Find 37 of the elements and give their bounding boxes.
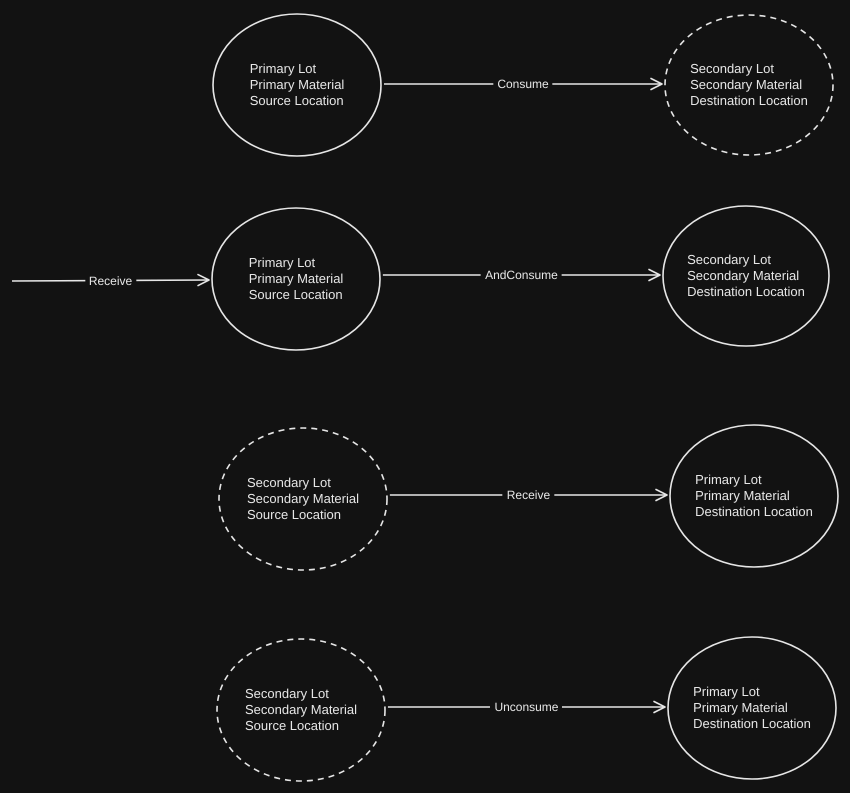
node-text: Primary Lot — [693, 684, 761, 700]
node-text: Primary Material — [695, 488, 791, 504]
state-ellipse — [211, 207, 381, 351]
edge-label: Unconsume — [490, 700, 562, 714]
node-text: Secondary Lot — [247, 475, 332, 491]
edge-label: Consume — [493, 77, 553, 91]
node-text: Destination Location — [695, 504, 813, 520]
state-ellipse — [667, 636, 837, 780]
node-text: Primary Material — [693, 700, 789, 716]
state-ellipse — [212, 13, 382, 157]
node-text: Secondary Lot — [245, 686, 330, 702]
node-text: Destination Location — [690, 93, 808, 109]
node-text: Secondary Material — [687, 268, 800, 284]
state-ellipse — [218, 427, 388, 571]
edge-label: Receive — [84, 274, 136, 288]
node-text: Primary Lot — [695, 472, 763, 488]
node-text: Secondary Material — [247, 491, 359, 507]
edge-label: Receive — [502, 488, 554, 502]
state-ellipse — [662, 205, 830, 347]
node-text: Source Location — [245, 718, 340, 734]
node-text: Secondary Lot — [687, 252, 772, 268]
node-text: Source Location — [250, 93, 344, 109]
state-ellipse — [216, 638, 386, 782]
state-ellipse — [669, 424, 839, 568]
node-text: Secondary Material — [690, 77, 804, 93]
node-text: Destination Location — [693, 716, 811, 732]
node-text: Primary Lot — [250, 61, 318, 77]
state-ellipse — [664, 14, 834, 156]
node-text: Source Location — [248, 287, 344, 303]
node-text: Secondary Material — [245, 702, 357, 718]
node-text: Primary Lot — [248, 255, 316, 271]
node-text: Primary Material — [250, 77, 344, 93]
edge-label: AndConsume — [481, 268, 562, 282]
node-text: Primary Material — [248, 271, 344, 287]
node-text: Source Location — [247, 507, 342, 523]
node-text: Destination Location — [687, 284, 805, 300]
node-text: Secondary Lot — [690, 61, 775, 77]
